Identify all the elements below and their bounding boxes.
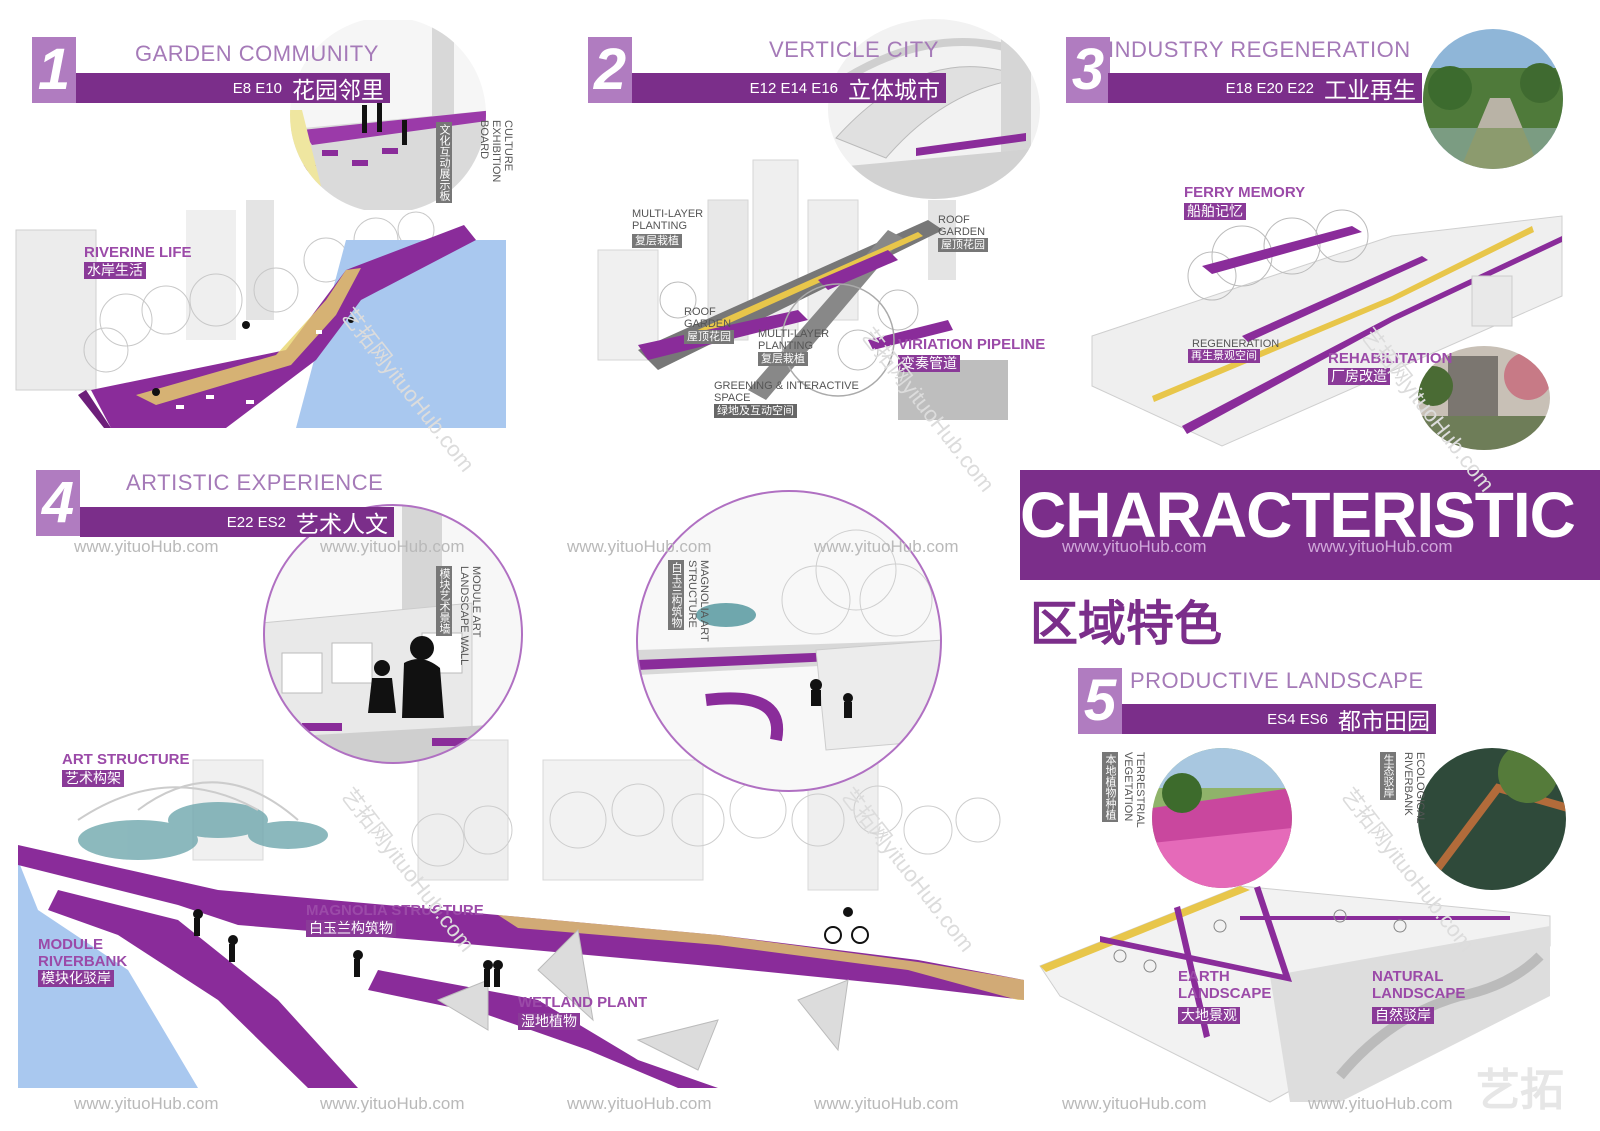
section-4-codes: E22 ES2 [226, 513, 286, 531]
ferry-label-cn: 船舶记忆 [1184, 203, 1246, 220]
multi-planting-label-en: MULTI-LAYER PLANTING [632, 208, 704, 232]
main-title-cn: 区域特色 [1030, 598, 1223, 651]
section-2-bar: E12 E14 E16 立体城市 [632, 73, 946, 103]
magnolia-label-cn: 白玉兰构筑物 [306, 920, 396, 937]
section-5-number: 5 [1078, 668, 1122, 734]
section-4-bar: E22 ES2 艺术人文 [80, 507, 394, 537]
logo-watermark: 艺拓 [1476, 1066, 1564, 1115]
module-wall-label-cn: 模块艺术景墙 [436, 566, 452, 636]
earth-label-cn: 大地景观 [1178, 1007, 1240, 1024]
watermark: www.yituoHub.com [1308, 1094, 1453, 1113]
culture-board-label-en: CULTURE EXHIBITION BOARD [478, 120, 514, 183]
section-1-codes: E8 E10 [232, 79, 282, 97]
magnolia-art-label-en: MAGNOLIA ART STRUCTURE [686, 560, 710, 642]
module-art-wall-inset [263, 504, 523, 764]
section-2-title: VERTICLE CITY [769, 37, 939, 62]
section-2-cn: 立体城市 [848, 77, 940, 103]
art-structure-label-cn: 艺术构架 [62, 770, 124, 787]
industry-inset-photo [1423, 29, 1563, 169]
section-2-codes: E12 E14 E16 [749, 79, 838, 97]
section-1-bar: E8 E10 花园邻里 [76, 73, 390, 103]
main-title-en: CHARACTERISTIC [1020, 479, 1576, 551]
verticle-city-inset [828, 19, 1040, 199]
watermark: www.yituoHub.com [567, 537, 712, 556]
section-5-codes: ES4 ES6 [1267, 710, 1328, 728]
regeneration-label-en: REGENERATION [1192, 338, 1280, 350]
multi-planting2-label-cn: 复层栽植 [758, 352, 808, 366]
watermark: www.yituoHub.com [814, 537, 959, 556]
wetland-label-cn: 湿地植物 [518, 1013, 580, 1030]
regeneration-label-cn: 再生景观空间 [1188, 349, 1260, 363]
module-wall-label-en: MODULE ART LANDSCAPE WALL [458, 566, 482, 666]
greening-label-en: GREENING & INTERACTIVE SPACE [714, 380, 859, 404]
earth-label-en: EARTH LANDSCAPE [1178, 968, 1272, 1002]
section-5-title: PRODUCTIVE LANDSCAPE [1130, 668, 1424, 693]
roof-garden-label-cn: 屋顶花园 [938, 238, 988, 252]
roof-garden-label-en: ROOF GARDEN [938, 214, 986, 238]
watermark: www.yituoHub.com [814, 1094, 959, 1113]
section-1-title: GARDEN COMMUNITY [135, 41, 379, 66]
magnolia-art-inset [636, 490, 942, 792]
section-2-number: 2 [588, 37, 632, 103]
section-3-title: INDUSTRY REGENERATION [1108, 37, 1411, 62]
natural-label-en: NATURAL LANDSCAPE [1372, 968, 1466, 1002]
magnolia-label-en: MAGNOLIA STRUCTURE [306, 902, 484, 919]
viriation-label-en: VIRIATION PIPELINE [898, 336, 1046, 353]
wetland-label-en: WETLAND PLANT [518, 994, 648, 1011]
culture-board-label-cn: 文化互动展示板 [436, 122, 452, 203]
section-5-cn: 都市田园 [1338, 708, 1430, 734]
rehabilitation-inset-photo [1418, 346, 1550, 450]
module-riverbank-label-cn: 模块化驳岸 [38, 970, 114, 987]
watermark: www.yituoHub.com [320, 1094, 465, 1113]
eco-riverbank-label-cn: 生态驳岸 [1380, 752, 1396, 800]
eco-riverbank-label-en: ECOLOGICAL RIVERBANK [1402, 752, 1426, 824]
section-3-number: 3 [1066, 37, 1110, 103]
multi-planting-label-cn: 复层栽植 [632, 234, 682, 248]
greening-label-cn: 绿地及互动空间 [714, 404, 797, 418]
section-3-codes: E18 E20 E22 [1225, 79, 1314, 97]
art-structure-label-en: ART STRUCTURE [62, 751, 190, 768]
section-1-cn: 花园邻里 [292, 77, 384, 103]
watermark: www.yituoHub.com [320, 537, 465, 556]
terrestrial-label-en: TERRESTRIAL VEGETATION [1122, 752, 1146, 828]
riverine-label-cn: 水岸生活 [84, 262, 146, 279]
module-riverbank-label-en: MODULE RIVERBANK [38, 936, 128, 970]
viriation-label-cn: 变奏管道 [898, 355, 960, 372]
ferry-label-en: FERRY MEMORY [1184, 184, 1306, 201]
watermark: www.yituoHub.com [74, 1094, 219, 1113]
section-4-title: ARTISTIC EXPERIENCE [126, 470, 384, 495]
watermark: www.yituoHub.com [74, 537, 219, 556]
terrestrial-photo [1152, 748, 1292, 888]
section-3-bar: E18 E20 E22 工业再生 [1108, 73, 1422, 103]
section-3-cn: 工业再生 [1324, 77, 1416, 103]
rehab-label-en: REHABILITATION [1328, 350, 1453, 367]
rehab-label-cn: 厂房改造 [1328, 368, 1390, 385]
watermark: www.yituoHub.com [1062, 537, 1207, 556]
section-4-cn: 艺术人文 [296, 511, 388, 537]
roof-garden2-label-cn: 屋顶花园 [684, 330, 734, 344]
riverine-life-drawing [15, 200, 506, 428]
section-1-number: 1 [32, 37, 76, 103]
roof-garden2-label-en: ROOF GARDEN [684, 306, 732, 330]
watermark: www.yituoHub.com [1062, 1094, 1207, 1113]
main-title-banner [1020, 470, 1600, 580]
watermark: www.yituoHub.com [567, 1094, 712, 1113]
section-5-bar: ES4 ES6 都市田园 [1122, 704, 1436, 734]
riverine-label-en: RIVERINE LIFE [84, 244, 192, 261]
magnolia-art-label-cn: 白玉兰构筑物 [668, 560, 684, 630]
watermark: www.yituoHub.com [1308, 537, 1453, 556]
section-4-number: 4 [36, 470, 80, 536]
multi-planting2-label-en: MULTI-LAYER PLANTING [758, 328, 830, 352]
natural-label-cn: 自然驳岸 [1372, 1007, 1434, 1024]
eco-riverbank-photo [1418, 748, 1566, 890]
terrestrial-label-cn: 本地植物种植 [1102, 752, 1118, 822]
